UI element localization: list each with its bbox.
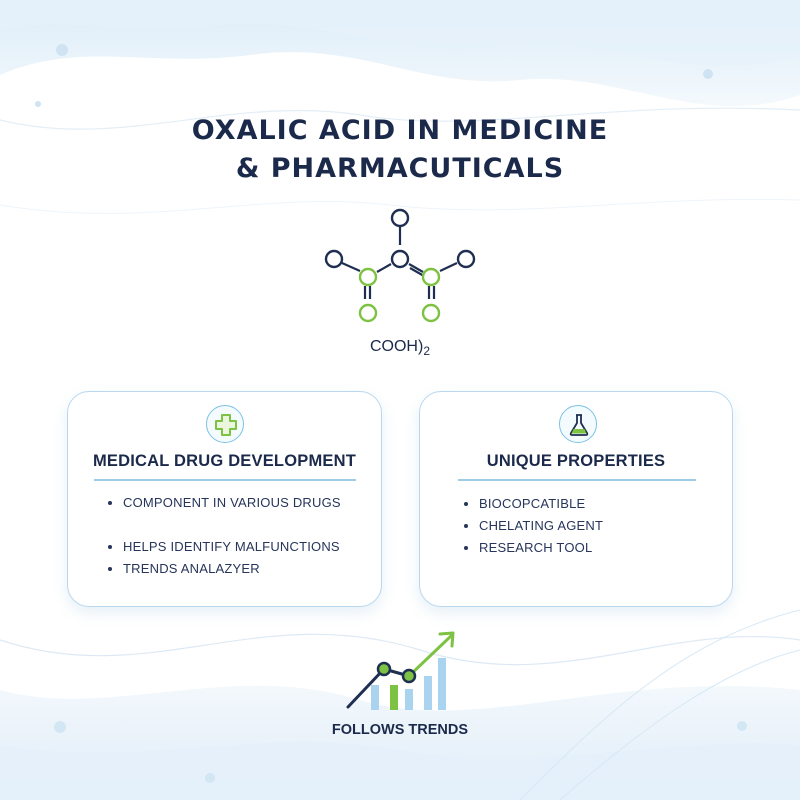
formula-text: COOH): [369, 338, 424, 355]
medical-drug-development-card: MEDICAL DRUG DEVELOPMENT COMPONENT IN VA…: [67, 391, 382, 607]
molecule-structure-icon: [324, 208, 476, 323]
trend-label: FOLLOWS TRENDS: [331, 722, 469, 738]
chemical-formula: COOH)2: [0, 338, 800, 358]
bullet-list: BIOCOPCATIBLE CHELATING AGENT RESEARCH T…: [462, 493, 603, 559]
bullet-list: COMPONENT IN VARIOUS DRUGS HELPS IDENTIF…: [106, 492, 341, 580]
card-title: UNIQUE PROPERTIES: [486, 452, 666, 470]
page-title: OXALIC ACID IN MEDICINE & PHARMACUTICALS: [0, 112, 800, 188]
list-item: CHELATING AGENT: [462, 515, 603, 537]
formula-subscript: 2: [423, 344, 430, 359]
trend-chart-icon: [346, 631, 455, 710]
list-item: HELPS IDENTIFY MALFUNCTIONS: [106, 536, 341, 558]
list-item: RESEARCH TOOL: [462, 537, 603, 559]
list-item: COMPONENT IN VARIOUS DRUGS: [106, 492, 341, 514]
title-line-1: OXALIC ACID IN MEDICINE: [191, 115, 609, 146]
flask-icon: [559, 405, 597, 443]
medical-cross-icon: [206, 405, 244, 443]
card-title: MEDICAL DRUG DEVELOPMENT: [92, 452, 356, 470]
list-item: BIOCOPCATIBLE: [462, 493, 603, 515]
list-item: TRENDS ANALAZYER: [106, 558, 341, 580]
divider: [458, 479, 696, 481]
title-line-2: & PHARMACUTICALS: [235, 153, 565, 184]
unique-properties-card: UNIQUE PROPERTIES BIOCOPCATIBLE CHELATIN…: [419, 391, 733, 607]
divider: [94, 479, 356, 481]
